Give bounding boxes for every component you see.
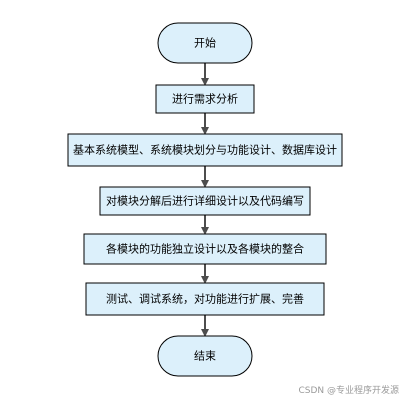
node-label: 结束 [194, 350, 216, 363]
process-box [155, 84, 255, 114]
node-label: 开始 [194, 36, 216, 50]
terminal-shape [157, 22, 253, 64]
terminal-node-start: 开始 [157, 22, 253, 64]
node-label: 对模块分解后进行详细设计以及代码编写 [106, 194, 304, 208]
process-box [85, 282, 325, 316]
watermark: CSDN @专业程序开发源 [298, 386, 399, 396]
process-node-step4: 各模块的功能独立设计以及各模块的整合 [83, 233, 327, 265]
flowchart-nodes: 开始进行需求分析基本系统模型、系统模块划分与功能设计、数据库设计对模块分解后进行… [67, 22, 343, 377]
terminal-node-end: 结束 [157, 335, 253, 377]
process-box [83, 233, 327, 265]
process-node-step1: 进行需求分析 [155, 84, 255, 114]
process-node-step3: 对模块分解后进行详细设计以及代码编写 [99, 186, 311, 216]
process-node-step2: 基本系统模型、系统模块划分与功能设计、数据库设计 [67, 133, 343, 167]
process-node-step5: 测试、调试系统，对功能进行扩展、完善 [85, 282, 325, 316]
process-box [67, 133, 343, 167]
node-label: 各模块的功能独立设计以及各模块的整合 [106, 242, 304, 256]
node-label: 测试、调试系统，对功能进行扩展、完善 [106, 292, 304, 306]
node-label: 基本系统模型、系统模块划分与功能设计、数据库设计 [73, 143, 337, 157]
node-label: 进行需求分析 [172, 92, 238, 106]
terminal-shape [157, 335, 253, 377]
process-box [99, 186, 311, 216]
